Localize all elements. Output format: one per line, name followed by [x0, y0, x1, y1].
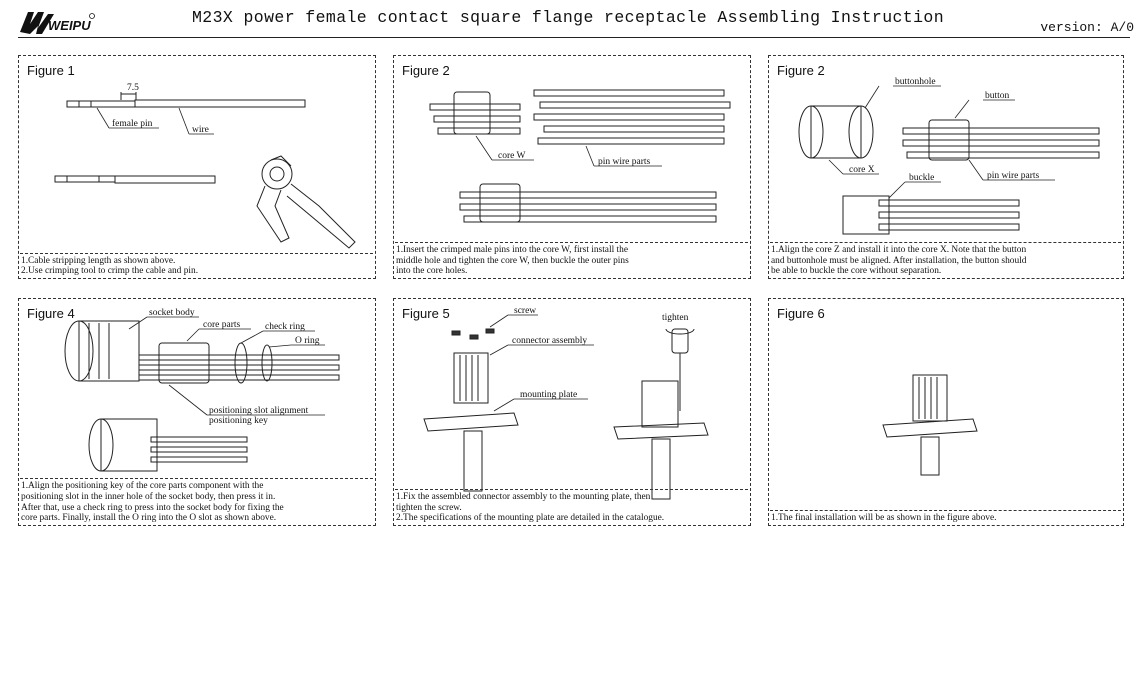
page-title: M23X power female contact square flange …: [191, 8, 945, 27]
core-parts-label: core parts: [203, 320, 240, 330]
caption-line: 1.The final installation will be as show…: [771, 513, 997, 524]
figure-2b-panel: Figure 2 buttonhole core X button pin wi…: [768, 55, 1124, 279]
buckle-label: buckle: [909, 173, 934, 183]
caption-line: 1.Align the positioning key of the core …: [21, 481, 264, 492]
figure-title: Figure 1: [27, 63, 75, 78]
caption-line: After that, use a check ring to press in…: [21, 502, 284, 513]
figure-title: Figure 2: [402, 63, 450, 78]
crimping-tool-icon: [256, 155, 356, 249]
buttonhole-label: buttonhole: [895, 77, 936, 87]
positioning-slot-label: positioning slot alignment: [209, 406, 309, 416]
figure-5-caption: 1.Fix the assembled connector assembly t…: [395, 488, 748, 524]
document-header: WEIPU M23X power female contact square f…: [0, 0, 1136, 44]
core-x-label: core X: [849, 165, 875, 175]
socket-body-icon: [64, 320, 140, 382]
caption-line: be able to buckle the core without separ…: [771, 266, 942, 277]
button-label: button: [985, 91, 1010, 101]
figure-1-panel: Figure 1 7.5 female pin wire 1.Cab: [18, 55, 376, 279]
figure-2-panel: Figure 2 core W pin wire parts 1.Insert …: [393, 55, 751, 279]
caption-line: 1.Cable stripping length as shown above.: [21, 255, 176, 266]
core-z-with-pins-icon: [902, 119, 1100, 161]
figure-6-caption: 1.The final installation will be as show…: [770, 510, 1121, 524]
positioning-key-label: positioning key: [209, 416, 268, 426]
weipu-logo: WEIPU: [20, 12, 95, 34]
connector-assembly-label: connector assembly: [512, 336, 587, 346]
caption-line: 1.Fix the assembled connector assembly t…: [396, 491, 651, 502]
caption-line: and buttonhole must be aligned. After in…: [771, 255, 1027, 266]
caption-line: tighten the screw.: [396, 502, 462, 513]
crimped-pin-icon: [54, 175, 216, 184]
female-pin-with-wire-icon: [66, 92, 306, 108]
figure-1-drawing: 7.5 female pin wire: [54, 83, 356, 249]
caption-line: into the core holes.: [396, 266, 468, 277]
socket-body-label: socket body: [149, 308, 195, 318]
check-ring-label: check ring: [265, 322, 305, 332]
caption-line: core parts. Finally, install the O ring …: [21, 513, 277, 524]
female-pin-label: female pin: [112, 118, 153, 129]
caption-line: positioning slot in the inner hole of th…: [21, 491, 276, 502]
caption-line: 2.The specifications of the mounting pla…: [396, 513, 665, 524]
figure-title: Figure 5: [402, 306, 450, 321]
caption-line: 1.Insert the crimped male pins into the …: [396, 244, 628, 255]
figure-5-panel: Figure 5 screw connector assembly mounti…: [393, 298, 751, 526]
figure-6-drawing: [882, 374, 978, 476]
tighten-label: tighten: [662, 313, 689, 323]
o-ring-label: O ring: [295, 336, 320, 346]
figure-5-drawing: screw connector assembly mounting plate …: [423, 306, 709, 500]
mounting-plate-label: mounting plate: [520, 390, 577, 400]
assembled-socket-icon: [88, 418, 248, 472]
figure-4-panel: Figure 4 socket body core parts check ri…: [18, 298, 376, 526]
check-ring-icon: [234, 342, 248, 384]
figure-title: Figure 2: [777, 63, 825, 78]
assembled-core-x-icon: [842, 195, 1020, 235]
header-rule: [18, 37, 1130, 38]
figure-title: Figure 6: [777, 306, 825, 321]
core-w-with-pins-icon: [429, 91, 521, 135]
mounting-plate-icon: [423, 412, 519, 492]
wire-label: wire: [192, 125, 209, 135]
brand-text: WEIPU: [48, 18, 91, 33]
pin-wire-parts-label: pin wire parts: [987, 171, 1040, 181]
core-x-icon: [798, 105, 874, 159]
final-installation-icon: [882, 374, 978, 476]
assembled-core-icon: [459, 183, 717, 223]
core-w-label: core W: [498, 151, 526, 161]
figure-6-panel: Figure 6 1.The final installation will b…: [768, 298, 1124, 526]
figure-title: Figure 4: [27, 306, 75, 321]
rotate-arrow-icon: [665, 328, 695, 335]
screw-icon: [451, 328, 495, 340]
dim-label: 7.5: [127, 83, 139, 93]
connector-assembly-icon: [453, 352, 489, 404]
figure-2b-drawing: buttonhole core X button pin wire parts …: [798, 77, 1100, 235]
o-ring-icon: [261, 344, 273, 382]
version-label: version: A/0: [1040, 20, 1134, 35]
figure-2b-caption: 1.Align the core Z and install it into t…: [770, 241, 1121, 277]
caption-line: middle hole and tighten the core W, then…: [396, 255, 629, 266]
pin-wire-parts-icon: [533, 89, 731, 145]
caption-line: 2.Use crimping tool to crimp the cable a…: [21, 266, 199, 277]
caption-line: 1.Align the core Z and install it into t…: [771, 244, 1027, 255]
figure-2-drawing: core W pin wire parts: [429, 89, 731, 223]
figure-4-caption: 1.Align the positioning key of the core …: [20, 478, 373, 524]
pin-wire-parts-label: pin wire parts: [598, 157, 651, 167]
tightened-connector-icon: [613, 328, 709, 500]
figure-1-caption: 1.Cable stripping length as shown above.…: [20, 252, 373, 277]
figure-4-drawing: socket body core parts check ring O ring…: [64, 308, 340, 472]
figure-2-caption: 1.Insert the crimped male pins into the …: [395, 241, 748, 277]
screw-label: screw: [514, 306, 536, 316]
core-parts-icon: [138, 342, 340, 384]
